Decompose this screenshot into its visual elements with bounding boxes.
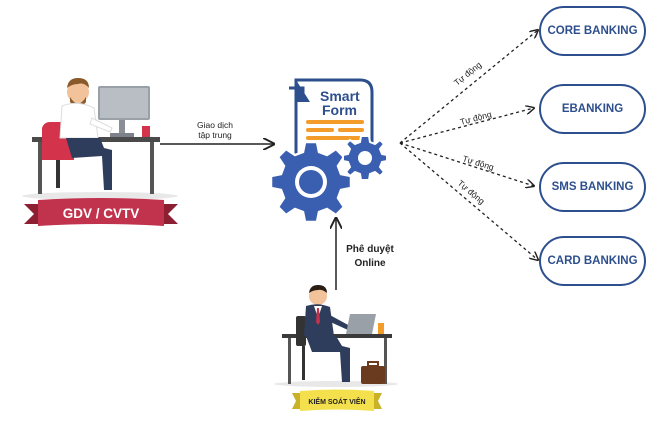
- left-person-arm: [89, 117, 113, 133]
- form-title-line1: Smart: [320, 88, 360, 104]
- left-desk-leg: [150, 142, 154, 194]
- bottom-briefcase-handle: [367, 361, 379, 367]
- form-line: [306, 120, 364, 124]
- left-monitor-base: [110, 133, 134, 137]
- auto-label-sms: Tự động: [461, 153, 495, 172]
- small-gear-hole: [358, 151, 372, 165]
- bottom-desk-leg: [384, 338, 387, 384]
- edge-to-card-banking: [399, 142, 538, 260]
- bottom-cup: [378, 323, 384, 334]
- approval-line1: Phê duyệt: [346, 244, 394, 255]
- large-gear-icon: [269, 140, 353, 224]
- bottom-person-hair: [309, 285, 327, 293]
- edge-label-line1: Giao dịch: [197, 120, 233, 130]
- auto-label-core: Tự động: [452, 59, 483, 87]
- form-line: [306, 136, 364, 140]
- left-chair-leg: [56, 160, 60, 188]
- bottom-actor: [274, 285, 398, 387]
- bottom-briefcase: [361, 366, 385, 384]
- bottom-person-arm: [326, 314, 350, 330]
- auto-edges: [399, 30, 538, 260]
- bottom-person-tie: [316, 308, 320, 325]
- edge-to-ebanking: [399, 108, 534, 144]
- left-monitor-stand: [119, 120, 125, 133]
- edge-label-line2: tập trung: [198, 130, 232, 140]
- bottom-person-legs: [306, 336, 350, 382]
- bottom-person-head: [309, 287, 327, 305]
- bottom-banner-ribbon: [300, 389, 374, 411]
- left-desk-leg: [38, 142, 42, 194]
- left-banner-label: GDV / CVTV: [63, 206, 140, 221]
- bottom-chair-leg: [302, 346, 305, 380]
- left-banner: GDV / CVTV: [24, 198, 178, 226]
- large-gear-hub: [299, 170, 323, 194]
- left-floor-shadow: [22, 192, 178, 200]
- smart-form-icon: Smart Form: [289, 78, 374, 162]
- approval-line2: Online: [354, 258, 386, 269]
- target-card-banking[interactable]: CARD BANKING: [539, 236, 646, 286]
- form-line: [338, 128, 364, 132]
- left-person-hair: [67, 78, 89, 88]
- left-person-head: [67, 81, 89, 103]
- left-actor: [22, 78, 178, 200]
- bottom-desk-top: [282, 334, 392, 338]
- target-core-banking[interactable]: CORE BANKING: [539, 6, 646, 56]
- bottom-laptop: [346, 314, 376, 334]
- bottom-banner: KIỂM SOÁT VIÊN: [292, 389, 382, 411]
- form-line: [306, 128, 334, 132]
- bottom-chair-back: [296, 316, 306, 346]
- bottom-desk-leg: [288, 338, 291, 384]
- target-sms-banking[interactable]: SMS BANKING: [539, 162, 646, 212]
- edge-to-core-banking: [399, 30, 538, 144]
- bottom-banner-label: KIỂM SOÁT VIÊN: [308, 397, 365, 406]
- form-fold: [289, 86, 305, 102]
- target-ebanking[interactable]: EBANKING: [539, 84, 646, 134]
- auto-label-card: Tự động: [456, 178, 487, 207]
- small-gear-icon: [342, 135, 388, 181]
- auto-labels: Tự động Tự động Tự động Tự động: [452, 59, 495, 206]
- auto-label-ebanking: Tự động: [459, 109, 493, 127]
- left-monitor-screen: [100, 88, 148, 118]
- form-title-line2: Form: [322, 102, 357, 118]
- left-person-legs: [66, 138, 112, 190]
- left-person-shirt: [59, 102, 99, 139]
- left-mug: [142, 126, 150, 137]
- left-banner-ribbon: [38, 198, 164, 226]
